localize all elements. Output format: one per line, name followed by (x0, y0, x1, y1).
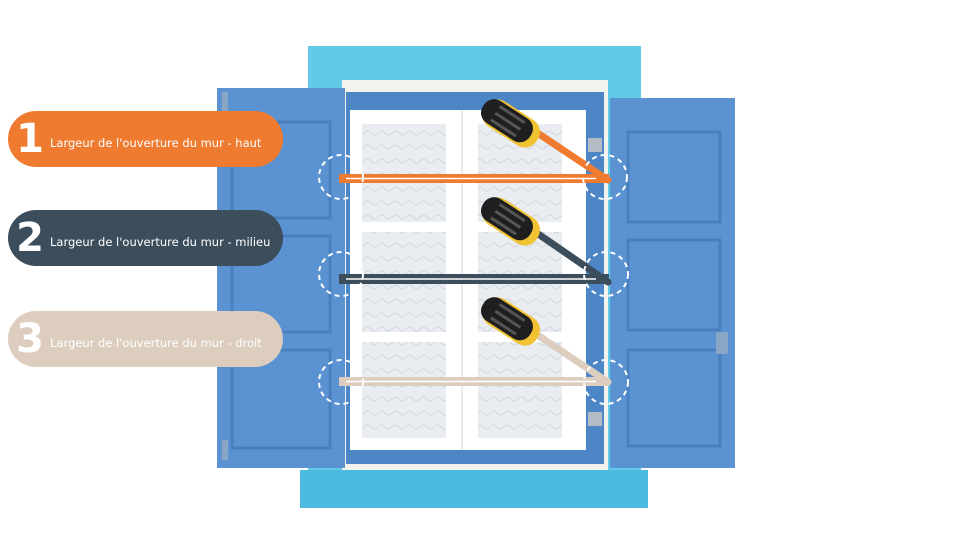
dashed-circle-icon (318, 359, 364, 405)
step-label-2: 2 Largeur de l'ouverture du mur - milieu (8, 210, 283, 266)
step-label-text: Largeur de l'ouverture du mur - milieu (50, 235, 271, 249)
tape-measure-icon (481, 197, 540, 246)
step-label-text: Largeur de l'ouverture du mur - droit (50, 336, 262, 350)
step-number: 2 (16, 215, 44, 261)
tape-measure-icon (481, 99, 540, 148)
dashed-circle-icon (583, 359, 629, 405)
measure-line-3 (318, 297, 629, 405)
frame-bottom-sill (300, 470, 648, 508)
dashed-circle-icon (582, 154, 628, 200)
dashed-circle-icon (318, 251, 364, 297)
tape-measure-icon (481, 297, 540, 346)
step-number: 1 (16, 116, 44, 162)
step-label-1: 1 Largeur de l'ouverture du mur - haut (8, 111, 283, 167)
measure-line-2 (318, 197, 629, 297)
step-number: 3 (16, 316, 44, 362)
step-label-text: Largeur de l'ouverture du mur - haut (50, 136, 262, 150)
dashed-circle-icon (583, 251, 629, 297)
step-label-3: 3 Largeur de l'ouverture du mur - droit (8, 311, 283, 367)
measure-line-1 (318, 99, 628, 200)
dashed-circle-icon (318, 154, 364, 200)
right-shutter (588, 98, 735, 468)
